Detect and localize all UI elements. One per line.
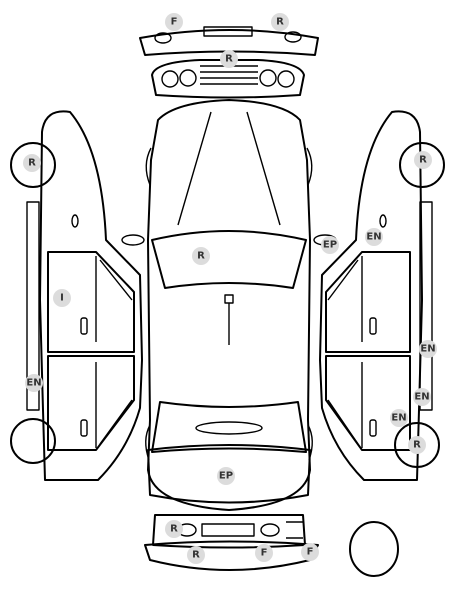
marker-label: R (170, 524, 178, 535)
damage-marker[interactable]: EN (419, 340, 437, 358)
damage-marker[interactable]: EP (321, 236, 339, 254)
marker-label: EN (414, 392, 429, 403)
left-side-view (10, 110, 143, 481)
damage-marker[interactable]: R (192, 247, 210, 265)
marker-label: R (192, 550, 200, 561)
marker-label: EN (391, 413, 406, 424)
damage-marker[interactable]: EN (365, 228, 383, 246)
spare-wheel (349, 521, 399, 577)
damage-marker[interactable]: R (414, 151, 432, 169)
damage-marker[interactable]: R (220, 50, 238, 68)
right-side-view (319, 110, 445, 481)
front-grille (151, 59, 305, 99)
marker-label: EN (366, 232, 381, 243)
damage-marker[interactable]: R (187, 546, 205, 564)
marker-label: F (171, 17, 178, 28)
marker-label: F (307, 547, 314, 558)
marker-label: I (60, 293, 64, 304)
damage-marker[interactable]: F (301, 543, 319, 561)
front-bumper (139, 26, 319, 56)
damage-marker[interactable]: F (165, 13, 183, 31)
marker-label: R (225, 54, 233, 65)
marker-label: EP (219, 471, 233, 482)
damage-marker[interactable]: R (23, 154, 41, 172)
marker-label: R (419, 155, 427, 166)
car-top-view (121, 99, 337, 511)
damage-marker[interactable]: EN (25, 374, 43, 392)
damage-marker[interactable]: EN (390, 409, 408, 427)
marker-label: EP (323, 240, 337, 251)
damage-marker[interactable]: EP (217, 467, 235, 485)
marker-label: R (197, 251, 205, 262)
marker-label: EN (420, 344, 435, 355)
marker-label: R (276, 17, 284, 28)
damage-marker[interactable]: R (165, 520, 183, 538)
marker-label: F (261, 548, 268, 559)
marker-label: EN (26, 378, 41, 389)
damage-marker[interactable]: EN (413, 388, 431, 406)
damage-marker[interactable]: R (408, 436, 426, 454)
damage-markers: F R R R R EP EN I EN R EN EN EN R EP R R… (23, 13, 437, 564)
damage-marker[interactable]: F (255, 544, 273, 562)
damage-marker[interactable]: R (271, 13, 289, 31)
marker-label: R (413, 440, 421, 451)
marker-label: R (28, 158, 36, 169)
damage-marker[interactable]: I (53, 289, 71, 307)
